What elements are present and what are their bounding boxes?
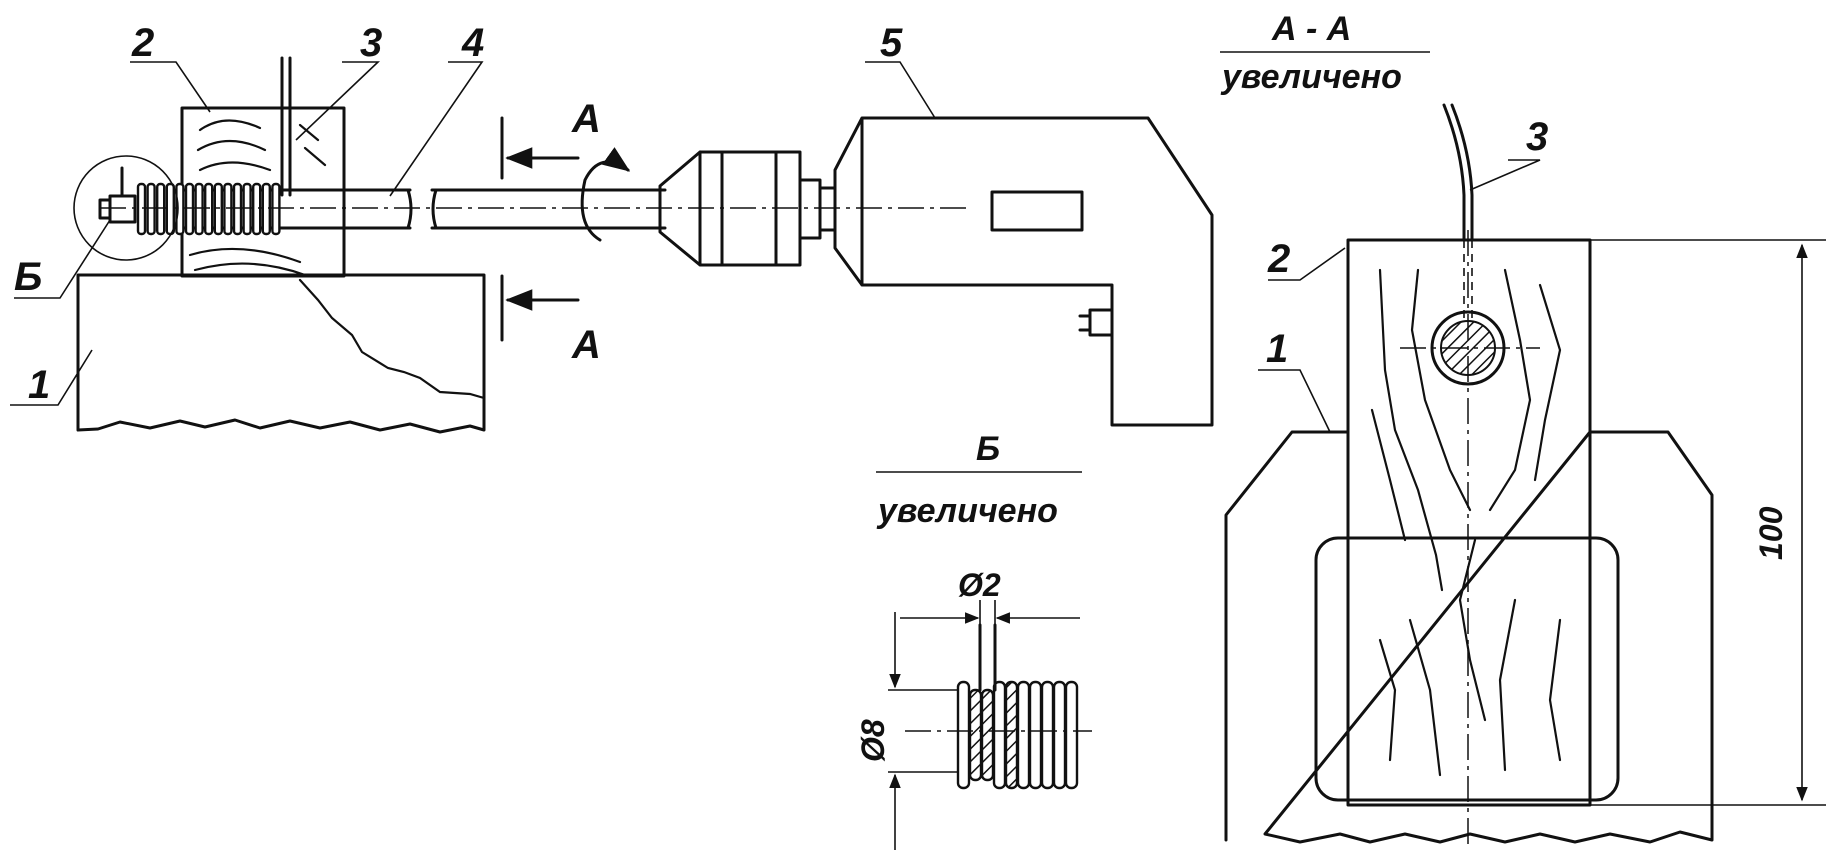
aa-block-cutout: [1314, 536, 1620, 802]
section-aa-view: А - А увеличено 100 3 2 1: [1220, 10, 1826, 850]
drill-trigger: [1078, 308, 1114, 337]
aa-dim-lines: [1590, 239, 1826, 806]
coil-turn: [242, 182, 252, 236]
label-part5: 5: [880, 21, 903, 65]
b-coil-turn: [980, 688, 995, 782]
drill-body: [833, 116, 1214, 427]
aa-leaders: [1258, 159, 1541, 433]
aa-base-board: [1224, 430, 1714, 844]
coil-turn: [165, 182, 176, 236]
b-coil-dim: Ø8: [855, 719, 891, 762]
leaders-main: [10, 61, 936, 406]
block-grain: [188, 119, 327, 277]
aa-pin: [1442, 103, 1474, 242]
base-board-break: [298, 278, 486, 400]
coil-turn: [271, 182, 281, 236]
label-part3: 3: [360, 21, 382, 65]
main-view: 2 3 4 5 Б 1 А А: [10, 21, 1214, 434]
b-coil-turn: [956, 680, 971, 790]
b-coil-turn: [1064, 680, 1079, 790]
section-aa-subtitle: увеличено: [1220, 58, 1402, 96]
b-coil-ext: [888, 689, 965, 773]
b-wire-end: [978, 623, 997, 692]
coil-turn: [146, 182, 156, 236]
aa-dim-100: 100: [1753, 506, 1789, 560]
label-section-a-bottom: А: [571, 323, 601, 367]
coil-turn: [203, 182, 214, 236]
detail-b-title: Б: [976, 430, 1000, 468]
b-coil-turn: [1040, 680, 1055, 790]
coil-turn: [223, 182, 233, 236]
coil-turn: [175, 182, 185, 236]
section-aa-title: А - А: [1271, 10, 1351, 48]
detail-b-subtitle: увеличено: [876, 492, 1058, 530]
detail-b-view: Б увеличено Ø2 Ø8: [855, 430, 1092, 850]
b-coil-section: [956, 680, 1079, 790]
b-wire-dim: Ø2: [958, 567, 1001, 603]
coil-turn: [261, 182, 271, 236]
tail-end: [98, 166, 137, 224]
coil-turn: [136, 182, 147, 236]
b-coil-turn: [1052, 680, 1067, 790]
b-coil-turn: [1028, 680, 1043, 790]
label-part1: 1: [28, 363, 50, 407]
spring-coil: [136, 182, 281, 236]
coil-turn: [184, 182, 195, 236]
label-part4: 4: [461, 21, 484, 65]
pin: [280, 56, 292, 197]
b-coil-turn: [1016, 680, 1031, 790]
aa-block-grain: [1370, 268, 1562, 777]
aa-label-part2: 2: [1267, 237, 1290, 281]
b-coil-turn: [1004, 680, 1019, 790]
coil-turn: [232, 182, 243, 236]
coil-turn: [213, 182, 224, 236]
aa-label-part3: 3: [1526, 115, 1548, 159]
coil-turn: [251, 182, 262, 236]
shaft-far: [430, 188, 667, 230]
label-part2: 2: [131, 21, 154, 65]
label-detail-b: Б: [14, 255, 42, 299]
coil-turn: [155, 182, 166, 236]
base-board: [76, 273, 486, 434]
b-coil-turn: [968, 688, 983, 782]
aa-wooden-block: [1346, 238, 1592, 807]
drill-switch: [990, 190, 1084, 232]
aa-label-part1: 1: [1266, 327, 1288, 371]
label-section-a-top: А: [571, 97, 601, 141]
coil-turn: [194, 182, 204, 236]
rotation-arrow: [580, 147, 631, 242]
b-coil-turn: [992, 680, 1007, 790]
b-wire-ext: [979, 600, 996, 650]
